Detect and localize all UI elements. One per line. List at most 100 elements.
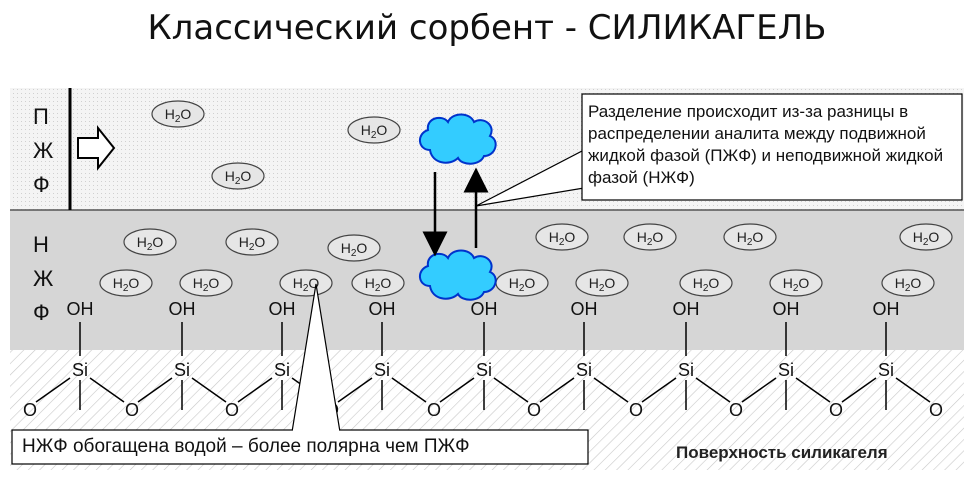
water-formula: H2O xyxy=(239,234,266,253)
water-molecule: H2O xyxy=(495,269,549,297)
bond-line xyxy=(493,377,529,403)
silicon-label: Si xyxy=(476,360,492,380)
bond-line xyxy=(391,377,427,403)
hydroxyl-label: OH xyxy=(169,299,196,319)
water-molecule: H2O xyxy=(123,228,177,256)
bond-line xyxy=(593,377,629,403)
oxygen-label: O xyxy=(23,400,37,420)
water-formula: H2O xyxy=(293,275,320,294)
oxygen-label: O xyxy=(729,400,743,420)
water-molecule: H2O xyxy=(151,100,205,128)
hydroxyl-label: OH xyxy=(673,299,700,319)
water-formula: H2O xyxy=(895,275,922,294)
bond-line xyxy=(895,377,931,403)
water-formula: H2O xyxy=(737,229,764,248)
callout-top-box xyxy=(475,93,963,207)
water-formula: H2O xyxy=(341,240,368,259)
water-formula: H2O xyxy=(549,229,576,248)
oxygen-label: O xyxy=(427,400,441,420)
water-formula: H2O xyxy=(137,234,164,253)
mobile-phase-letter-2: Ж xyxy=(33,138,54,163)
oxygen-label: O xyxy=(125,400,139,420)
bond-line xyxy=(841,377,877,403)
water-formula: H2O xyxy=(361,122,388,141)
water-molecule: H2O xyxy=(623,223,677,251)
stationary-phase-letter-3: Ф xyxy=(33,300,50,325)
water-formula: H2O xyxy=(113,275,140,294)
water-formula: H2O xyxy=(693,275,720,294)
hydroxyl-label: OH xyxy=(571,299,598,319)
bond-line xyxy=(795,377,831,403)
bond-line xyxy=(337,377,373,403)
silicon-label: Si xyxy=(374,360,390,380)
water-molecules: H2O H2O H2O H2O H2O H2O H2O H2O H2O H2O H2O H2O H2O H… xyxy=(99,100,953,297)
silicon-label: Si xyxy=(274,360,290,380)
bond-line xyxy=(35,377,71,403)
water-molecule: H2O xyxy=(575,269,629,297)
hydroxyl-label: OH xyxy=(369,299,396,319)
water-molecule: H2O xyxy=(211,162,265,190)
silicon-label: Si xyxy=(72,360,88,380)
water-molecule: H2O xyxy=(99,269,153,297)
water-formula: H2O xyxy=(913,229,940,248)
bond-line xyxy=(89,377,125,403)
water-molecule: H2O xyxy=(769,269,823,297)
bond-line xyxy=(137,377,173,403)
water-molecule: H2O xyxy=(535,223,589,251)
silicon-label: Si xyxy=(678,360,694,380)
hydroxyl-label: OH xyxy=(471,299,498,319)
slide-title: Классический сорбент - СИЛИКАГЕЛЬ xyxy=(147,8,827,48)
silica-structure: OHSiOOHSiOOHSiOOHSiOOHSiOOHSiOOHSiOOHSiO… xyxy=(23,299,943,420)
analyte-cloud-icon xyxy=(419,249,497,301)
hydroxyl-label: OH xyxy=(269,299,296,319)
bond-line xyxy=(439,377,475,403)
silica-surface-label: Поверхность силикагеля xyxy=(676,443,888,462)
water-formula: H2O xyxy=(637,229,664,248)
oxygen-label: O xyxy=(527,400,541,420)
callout-bottom-text: НЖФ обогащена водой – более полярна чем … xyxy=(22,436,470,457)
callout-bottom-box xyxy=(11,283,589,465)
analyte-cloud-icon xyxy=(419,113,497,165)
hydroxyl-label: OH xyxy=(773,299,800,319)
oxygen-label: O xyxy=(629,400,643,420)
oxygen-label: O xyxy=(829,400,843,420)
water-molecule: H2O xyxy=(347,116,401,144)
bond-line xyxy=(641,377,677,403)
bond-line xyxy=(695,377,731,403)
water-molecule: H2O xyxy=(327,234,381,262)
silicon-label: Si xyxy=(778,360,794,380)
callout-top-text: Разделение происходит из-за разницы в ра… xyxy=(588,102,944,187)
water-formula: H2O xyxy=(589,275,616,294)
oxygen-label: O xyxy=(225,400,239,420)
mobile-phase-letter-1: П xyxy=(33,104,49,129)
flow-arrow-icon xyxy=(77,125,116,171)
hydroxyl-label: OH xyxy=(67,299,94,319)
water-molecule: H2O xyxy=(351,269,405,297)
stationary-phase-letter-1: Н xyxy=(33,232,49,257)
hydroxyl-label: OH xyxy=(873,299,900,319)
silicon-label: Si xyxy=(174,360,190,380)
silicon-label: Si xyxy=(576,360,592,380)
water-formula: H2O xyxy=(193,275,220,294)
silicon-label: Si xyxy=(878,360,894,380)
water-molecule: H2O xyxy=(899,223,953,251)
water-molecule: H2O xyxy=(723,223,777,251)
mobile-phase-letter-3: Ф xyxy=(33,172,50,197)
water-formula: H2O xyxy=(783,275,810,294)
bond-line xyxy=(539,377,575,403)
water-formula: H2O xyxy=(365,275,392,294)
bond-line xyxy=(741,377,777,403)
water-molecule: H2O xyxy=(679,269,733,297)
bond-line xyxy=(237,377,273,403)
water-formula: H2O xyxy=(509,275,536,294)
water-molecule: H2O xyxy=(881,269,935,297)
bond-line xyxy=(191,377,227,403)
stationary-phase-letter-2: Ж xyxy=(33,266,54,291)
water-formula: H2O xyxy=(225,168,252,187)
water-formula: H2O xyxy=(165,106,192,125)
water-molecule: H2O xyxy=(279,269,333,297)
oxygen-label: O xyxy=(929,400,943,420)
water-molecule: H2O xyxy=(225,228,279,256)
water-molecule: H2O xyxy=(179,269,233,297)
